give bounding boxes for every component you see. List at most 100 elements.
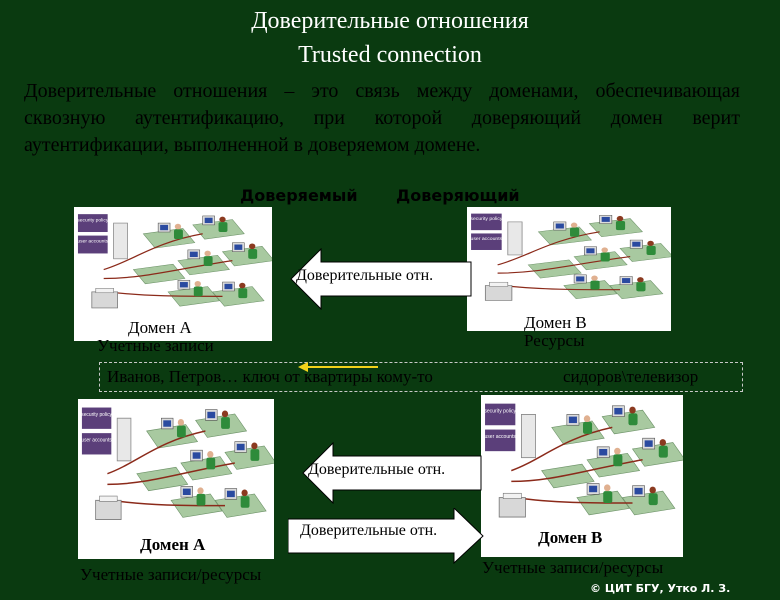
domain-a-network-image: security policy user accounts (74, 207, 275, 341)
server-icon (113, 222, 128, 260)
person-head (570, 222, 578, 228)
computer-screen (632, 241, 641, 247)
person-head (174, 223, 182, 230)
person-body (240, 496, 250, 508)
person-body (196, 493, 206, 506)
credit-text: © ЦИТ БГУ, Утко Л. З. (590, 582, 731, 595)
computer-screen (207, 411, 216, 419)
security-policy-label: security policy (77, 218, 109, 223)
person-body (203, 256, 213, 266)
slide-title-en: Trusted connection (298, 42, 482, 68)
printer-icon (95, 499, 122, 520)
person-head (647, 240, 654, 247)
desk (136, 466, 189, 492)
computer-screen (586, 248, 595, 254)
person-head (659, 439, 667, 446)
desk (619, 243, 674, 262)
example-left-text: Иванов, Петров… ключ от квартиры кому-то (107, 367, 433, 386)
computer-screen (182, 488, 191, 495)
person-head (239, 282, 246, 289)
network-cable (107, 430, 235, 507)
computer-screen (589, 485, 598, 493)
printer-tray (489, 281, 509, 287)
person-head (251, 442, 258, 450)
computer-screen (224, 283, 233, 290)
printer-icon (498, 497, 526, 518)
computer-screen (634, 487, 643, 495)
person-head (649, 486, 656, 494)
person-head (604, 484, 611, 492)
server-icon (520, 414, 536, 459)
person-body (570, 227, 580, 237)
person-head (637, 277, 644, 283)
person-body (615, 221, 626, 231)
security-policy-box (471, 213, 502, 231)
label-trusting: Доверяющий (396, 186, 520, 205)
definition-paragraph: Доверительные отношения – это связь межд… (24, 80, 740, 156)
domain-b-network-image: security policy user accounts (467, 207, 674, 331)
person-head (207, 451, 214, 458)
domain-a-accounts: Учетные записи (97, 336, 214, 355)
trust-arrow-bottom-right (288, 508, 484, 564)
person-head (241, 489, 248, 497)
computer-screen (236, 443, 245, 451)
domain-a-label-bottom: Домен А (140, 535, 206, 554)
person-head (177, 419, 185, 426)
person-head (583, 415, 591, 423)
computer-screen (622, 278, 631, 284)
computer-screen (601, 216, 610, 222)
desk (132, 263, 186, 285)
computer-screen (179, 282, 188, 288)
desk (221, 246, 275, 267)
user-accounts-box (471, 233, 502, 250)
network-illustration: security policy user accounts (470, 213, 674, 301)
user-accounts-box (81, 433, 112, 455)
computer-screen (576, 276, 585, 282)
server-icon (507, 221, 523, 256)
network-cable (103, 233, 233, 297)
person-head (601, 247, 608, 253)
person-body (206, 457, 216, 470)
security-policy-label: security policy (484, 408, 516, 414)
person-head (629, 406, 636, 414)
person-body (628, 413, 638, 426)
computer-screen (189, 251, 198, 258)
computer-screen (644, 440, 653, 447)
user-accounts-label: user accounts (471, 237, 503, 241)
computer-screen (226, 490, 235, 498)
trust-arrow-bottom-left-label: Доверительные отн. (308, 461, 446, 478)
printer-tray (95, 288, 114, 294)
security-policy-box (81, 407, 112, 429)
trust-arrow-bottom-right-label: Доверительные отн. (300, 522, 438, 539)
network-cable (511, 426, 643, 504)
computer-screen (163, 420, 172, 427)
person-body (646, 245, 656, 255)
domain-b-resources: Ресурсы (524, 331, 585, 350)
user-accounts-box (485, 429, 516, 452)
person-head (249, 243, 256, 250)
desk (541, 463, 595, 489)
user-accounts-label: user accounts (77, 239, 108, 244)
person-body (603, 491, 613, 503)
person-body (600, 252, 610, 262)
person-body (238, 288, 248, 299)
computer-screen (204, 217, 213, 224)
person-head (197, 487, 204, 495)
domain-b-label-bottom: Домен В (538, 528, 603, 547)
computer-screen (555, 223, 564, 229)
person-body (658, 445, 668, 458)
computer-screen (234, 244, 243, 250)
desk (224, 445, 277, 470)
example-right-text: сидоров\телевизор (563, 367, 699, 386)
person-body (250, 449, 260, 461)
security-policy-label: security policy (470, 217, 503, 221)
trust-arrow-bottom-left (302, 442, 482, 504)
person-body (221, 417, 230, 429)
desk (631, 442, 686, 467)
domain-a-label: Домен А (128, 318, 192, 337)
trust-arrow-top (290, 248, 472, 310)
network-illustration: security policy user accounts (77, 214, 275, 309)
person-body (613, 454, 623, 467)
